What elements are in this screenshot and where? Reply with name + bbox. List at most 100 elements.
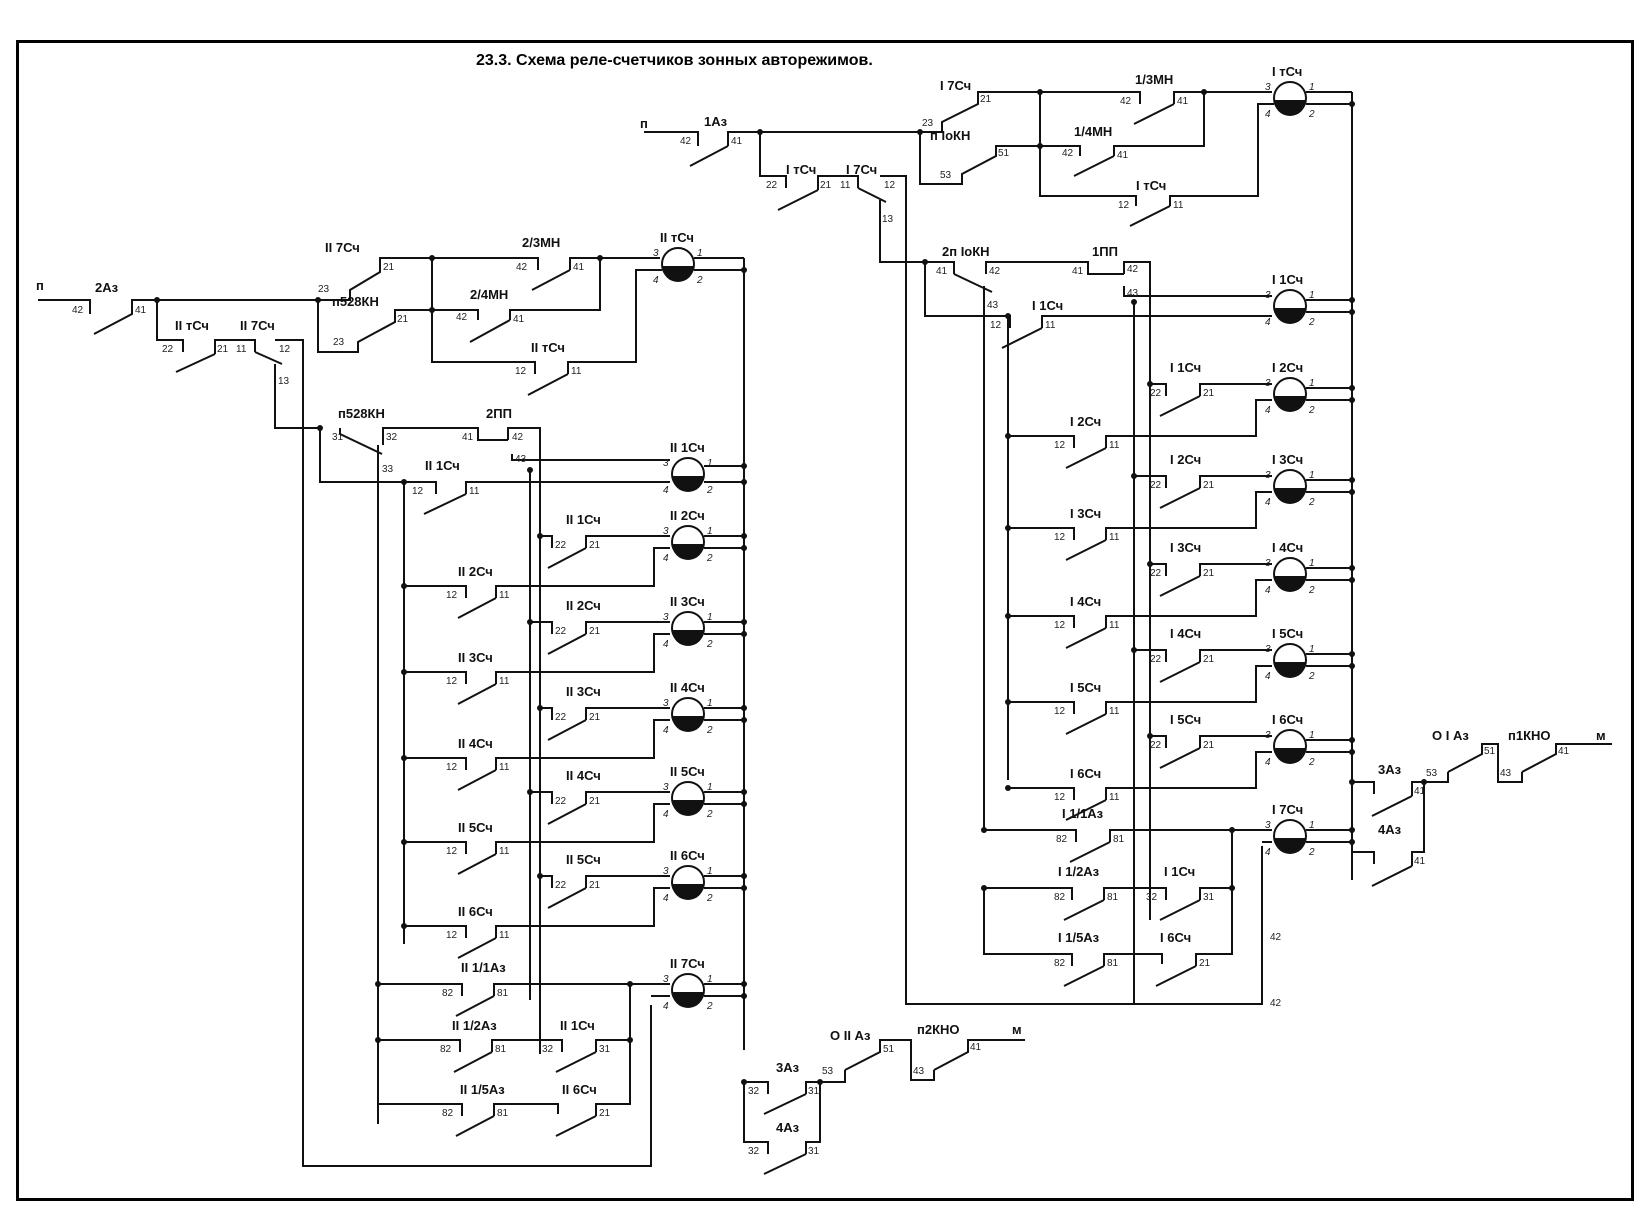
coil-pin: 3 [663,526,669,537]
label: 21 [1199,958,1211,969]
contact-label: I 4Сч [1170,626,1201,641]
label: 51 [1484,746,1496,757]
contact-label: II 7Сч [325,240,360,255]
junction-dot [1349,477,1355,483]
wire [547,887,587,909]
wire [953,273,993,293]
relay-label: I 7Сч [1272,802,1303,817]
relay-label: I 1Сч [1272,272,1303,287]
label: 31 [808,1146,820,1157]
contact-label: I 2Сч [1070,414,1101,429]
wire [491,1039,563,1052]
label: 11 [1109,532,1120,543]
label: 81 [1107,892,1119,903]
wire [1199,649,1272,662]
label: 22 [1150,388,1162,399]
relay-label: II 1Сч [670,440,705,455]
wire [585,621,670,634]
label: 82 [442,988,454,999]
contact-left-terminal [82,299,91,314]
relay-coil-fill [1274,838,1306,854]
wire [465,481,670,494]
contact-label: II 7Сч [240,318,275,333]
coil-pin: 2 [1308,317,1315,328]
label: 31 [808,1086,820,1097]
label: 41 [1414,786,1426,797]
wire [1063,965,1105,987]
coil-pin: 4 [663,639,669,650]
junction-dot [741,885,747,891]
wire [1199,887,1232,900]
contact-label: II 1Сч [425,458,460,473]
wire [1199,383,1272,396]
contact-label: I 5Сч [1070,680,1101,695]
contact-label: п2КНО [917,1022,960,1037]
contact-label: I 7Сч [846,162,877,177]
label: 12 [279,344,291,355]
relay-label: II 6Сч [670,848,705,863]
label: 22 [162,344,174,355]
coil-pin: 3 [1265,290,1271,301]
label: 12 [1118,200,1130,211]
wire [1040,145,1081,156]
junction-dot [741,801,747,807]
wire [1103,953,1163,966]
junction-dot [741,993,747,999]
wire [432,309,479,320]
coil-pin: 4 [1265,585,1271,596]
coil-pin: 3 [663,782,669,793]
wire [1105,399,1272,448]
diagram-frame [16,40,1634,1201]
wire [1123,261,1151,920]
label: 42 [516,262,528,273]
label: 41 [513,314,525,325]
wire [805,1081,820,1094]
label: 11 [1045,320,1056,331]
label: 21 [397,314,409,325]
contact-label: 4Аз [1378,822,1402,837]
wire [1199,563,1272,576]
label: 43 [1500,768,1512,779]
label: 42 [1120,96,1132,107]
wire [540,875,553,888]
relay-coil-fill [672,544,704,560]
label: 22 [555,796,567,807]
coil-pin: 4 [663,1001,669,1012]
contact-label: п IoКН [930,128,970,143]
label: 42 [1062,148,1074,159]
junction-dot [741,705,747,711]
label: 23 [922,118,934,129]
wire [1041,315,1272,328]
wire [1150,563,1167,576]
coil-pin: 2 [1308,109,1315,120]
wire [1411,781,1424,796]
contact-label: II тСч [531,340,565,355]
contact-label: I 1Сч [1032,298,1063,313]
label: 21 [1203,740,1215,751]
contact-label: II 1/1Аз [461,960,506,975]
wire [1129,205,1171,227]
label: 12 [446,846,458,857]
wire [1065,539,1107,561]
label: 41 [1072,266,1084,277]
label: 32 [542,1044,554,1055]
coil-pin: 1 [1309,470,1315,481]
wire [1447,743,1523,783]
junction-dot [1349,397,1355,403]
contact-label: О I Аз [1432,728,1469,743]
wire [547,547,587,569]
label: 11 [1109,792,1120,803]
label: 11 [840,180,851,191]
coil-pin: 2 [706,809,713,820]
contact-label: 1Аз [704,114,728,129]
label: 11 [1109,706,1120,717]
wire [1199,735,1272,748]
relay-label: II 4Сч [670,680,705,695]
wire [1105,491,1272,540]
relay-coil-fill [672,630,704,646]
label: 31 [599,1044,611,1055]
junction-dot [1349,827,1355,833]
wire [1195,830,1233,966]
contact-label: I 1Сч [1170,360,1201,375]
wire [984,887,1073,900]
